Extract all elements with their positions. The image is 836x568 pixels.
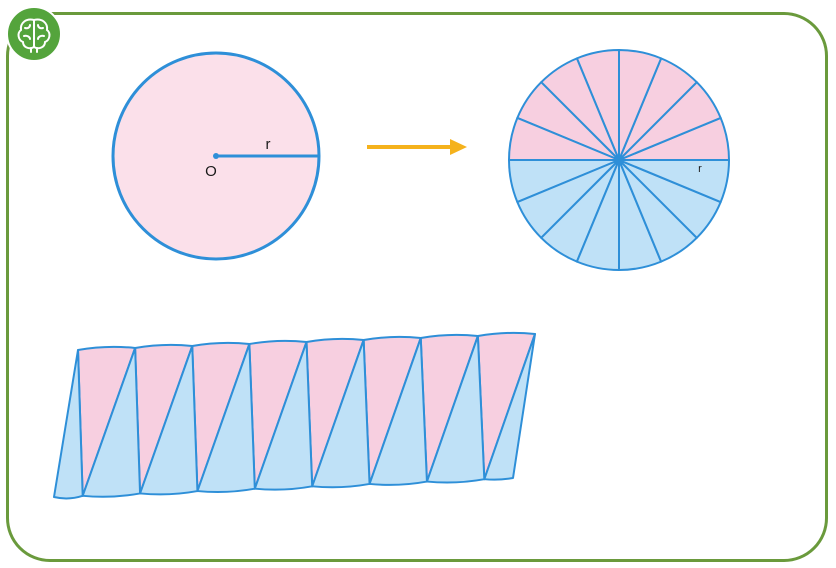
sector-center-point [616, 157, 622, 163]
center-label: O [205, 163, 217, 180]
arrow-head [450, 139, 467, 155]
sectored-circle [508, 49, 730, 271]
rearranged-strip [53, 331, 536, 500]
sector-radius-label: r [698, 163, 702, 175]
brain-icon [17, 18, 51, 53]
logo-badge [6, 6, 62, 62]
strip-blue-sector [53, 349, 84, 500]
content-frame [6, 12, 828, 562]
radius-label: r [266, 136, 271, 153]
strip-blue-sector [483, 333, 536, 481]
whole-circle: r O [111, 51, 321, 261]
transform-arrow [367, 139, 467, 155]
lower-sector [618, 159, 730, 204]
center-point [213, 153, 219, 159]
